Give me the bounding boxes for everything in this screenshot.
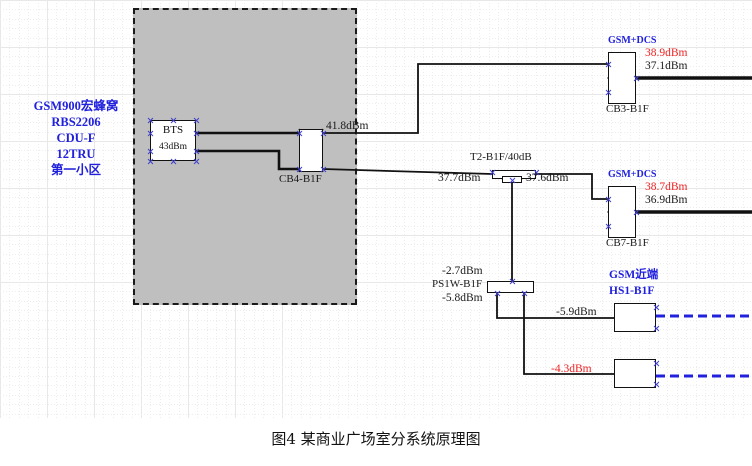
wire-bts-bottom [196,149,299,171]
cb3-type: GSM+DCS [608,35,657,46]
t2-coupler-port [502,176,522,183]
room-title-line-5: 第一小区 [50,163,101,177]
level-bts-out: 41.8dBm [326,120,369,132]
wire-cb4-to-cb3 [323,63,608,134]
level-t2-out: 37.6dBm [526,172,569,184]
level-ps1-in: -2.7dBm [442,265,483,277]
level-ps1-out: -5.8dBm [442,292,483,304]
cb3-label: CB3-B1F [606,103,649,115]
wiring-layer [196,56,752,384]
wire-cb4-to-t2 [322,168,493,175]
room-title-line-1: GSM900宏蜂窝 [33,99,119,113]
figure-caption: 图4 某商业广场室分系统原理图 [271,430,481,448]
bts-device[interactable]: BTS 43dBm [150,120,196,161]
wire-ps1-to-amp2 [523,293,614,375]
hs1-label: HS1-B1F [609,285,655,297]
level-cb7-out: 36.9dBm [645,194,688,206]
hs1-repeater[interactable] [614,303,656,332]
level-hs1-in: -5.9dBm [556,306,597,318]
room-title-line-2: RBS2206 [51,115,101,129]
room-title-line-3: CDU-F [56,131,96,145]
wire-t2-to-cb7 [536,173,608,200]
cb4-combiner[interactable] [299,129,323,172]
hs1-title: GSM近端 [609,269,659,281]
level-cb3-in: 38.9dBm [645,47,688,59]
cb7-type: GSM+DCS [608,169,657,180]
ps1w-power-splitter[interactable] [487,281,534,293]
bts-name: BTS [162,124,184,136]
level-cb3-out: 37.1dBm [645,60,688,72]
bts-power: 43dBm [159,142,187,152]
cb4-label: CB4-B1F [279,173,322,185]
level-cb4-out: 37.7dBm [438,172,481,184]
room-title-line-4: 12TRU [56,147,96,161]
level-cb7-in: 38.7dBm [645,181,688,193]
cb3-combiner[interactable] [608,52,636,104]
ps1-label: PS1W-B1F [432,278,483,290]
level-amp2-in: -4.3dBm [551,363,592,375]
cb7-combiner[interactable] [608,186,636,238]
cb7-label: CB7-B1F [606,237,649,249]
t2-label: T2-B1F/40dB [470,151,532,163]
repeater-2[interactable] [614,359,656,388]
wire-ps1-to-amp1 [496,293,614,319]
